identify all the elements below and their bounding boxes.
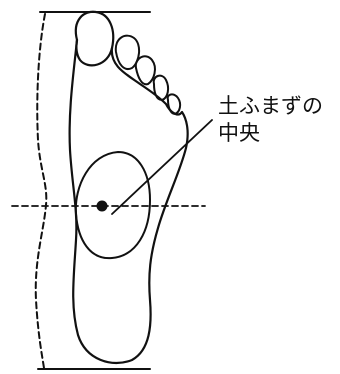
sole-outline	[70, 40, 188, 363]
annotation-label-line-2: 中央	[218, 120, 260, 146]
fourth-toe	[154, 76, 168, 100]
annotation-label-line-1: 土ふまずの	[218, 93, 323, 119]
little-toe	[168, 94, 180, 114]
dashed-side-outline	[36, 14, 47, 368]
arch-region	[76, 152, 150, 258]
arch-center-dot	[97, 201, 108, 212]
third-toe	[136, 56, 155, 84]
big-toe	[76, 12, 113, 66]
leader-line	[112, 120, 212, 214]
